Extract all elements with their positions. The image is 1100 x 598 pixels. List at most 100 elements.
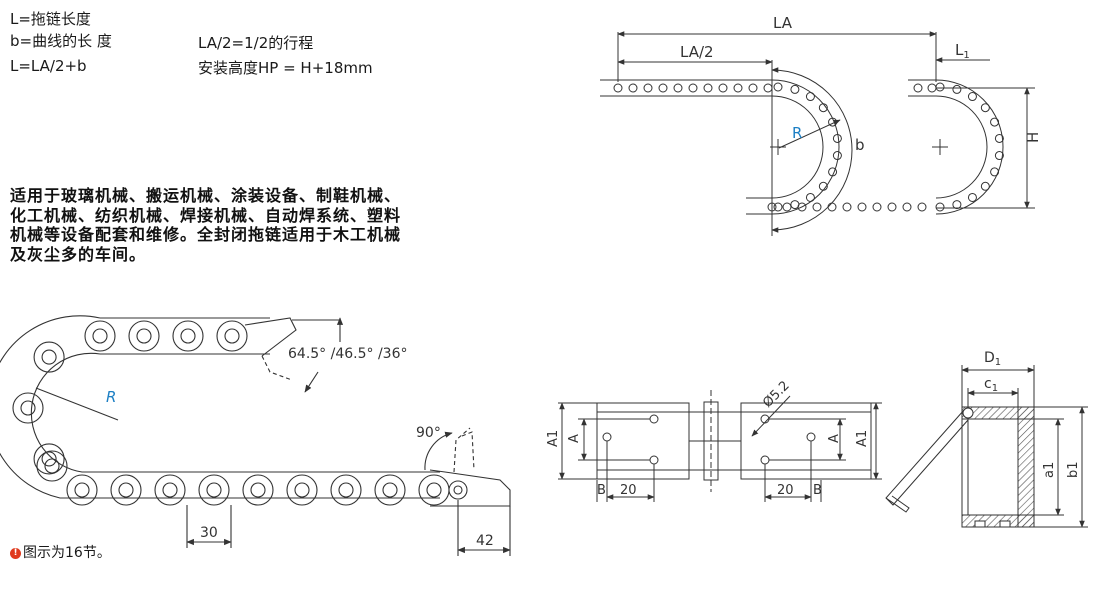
chain-link — [935, 202, 945, 212]
description-line: 化工机械、纺织机械、焊接机械、自动焊系统、塑料 — [10, 205, 402, 225]
label-90deg: 90° — [416, 425, 441, 441]
label-a1: a1 — [1042, 462, 1057, 478]
chain-link — [330, 474, 362, 506]
chain-link-pin — [224, 328, 240, 344]
chain-link — [628, 83, 638, 93]
chain-link-pin — [41, 451, 57, 467]
chain-outline — [908, 79, 1004, 215]
chain-link — [658, 83, 668, 93]
description-line: 适用于玻璃机械、搬运机械、涂装设备、制鞋机械、 — [10, 186, 402, 205]
label-20-left: 20 — [620, 483, 637, 498]
chain-link — [967, 192, 977, 202]
chain-link-pin — [162, 482, 178, 498]
chain-link — [832, 133, 842, 143]
segment-note: !图示为16节。 — [10, 542, 111, 562]
chain-link-pin — [250, 482, 266, 498]
chain-link — [643, 83, 653, 93]
chain-link — [66, 474, 98, 506]
description-line: 及灰尘多的车间。 — [10, 244, 147, 264]
chain-outline — [600, 95, 824, 199]
formula-stroke: LA/2=1/2的行程 — [198, 34, 314, 52]
label-A1-right: A1 — [855, 430, 870, 447]
chain-link — [154, 474, 186, 506]
chain-link — [872, 202, 882, 212]
formula-install-height: 安装高度HP = H+18mm — [198, 59, 373, 77]
chain-link-pin — [338, 482, 354, 498]
chain-link — [827, 202, 837, 212]
label-end-length: 42 — [476, 533, 494, 549]
chain-link — [172, 320, 204, 352]
application-description: 适用于玻璃机械、搬运机械、涂装设备、制鞋机械、 化工机械、纺织机械、焊接机械、自… — [10, 186, 401, 264]
chain-link-pin — [136, 328, 152, 344]
chain-link — [902, 202, 912, 212]
label-b1: b1 — [1066, 461, 1081, 478]
chain-link — [797, 202, 807, 212]
cross-section-view — [885, 365, 1088, 528]
label-LA-half: LA/2 — [680, 43, 714, 61]
label-L1: L1 — [955, 41, 970, 61]
side-view — [0, 315, 511, 556]
chain-link-pin — [118, 482, 134, 498]
formula-chain-length: L=拖链长度 — [10, 10, 91, 28]
chain-link — [887, 202, 897, 212]
label-angles: 64.5° /46.5° /36° — [288, 346, 408, 362]
label-A-right: A — [827, 434, 842, 443]
chain-link — [374, 474, 406, 506]
chain-link — [718, 83, 728, 93]
chain-link — [613, 83, 623, 93]
chain-link — [952, 200, 962, 210]
chain-link — [286, 474, 318, 506]
label-H: H — [1024, 132, 1042, 143]
label-B-left: B — [597, 483, 606, 498]
right-chain — [908, 79, 1004, 215]
chain-link — [952, 84, 962, 94]
chain-link — [994, 151, 1004, 161]
chain-link — [688, 83, 698, 93]
chain-link — [84, 320, 116, 352]
chain-outline — [600, 79, 840, 215]
chain-link-pin — [426, 482, 442, 498]
label-D1: D1 — [984, 350, 1001, 368]
chain-link — [733, 83, 743, 93]
chain-link — [673, 83, 683, 93]
warning-icon: ! — [10, 547, 21, 559]
chain-link — [842, 202, 852, 212]
chain-link — [763, 83, 773, 93]
chain-link-pin — [294, 482, 310, 498]
chain-link — [994, 133, 1004, 143]
chain-link — [980, 103, 990, 113]
formula-total: L=LA/2+b — [10, 57, 87, 75]
side-chain-links — [0, 315, 450, 506]
chain-link — [418, 474, 450, 506]
description-line: 机械等设备配套和维修。全封闭拖链适用于木工机械 — [10, 225, 402, 244]
chain-link — [33, 341, 65, 373]
label-A1-left: A1 — [546, 430, 561, 447]
label-c1: c1 — [984, 376, 998, 394]
chain-link — [773, 82, 783, 92]
label-A-left: A — [567, 434, 582, 443]
chain-link — [36, 450, 68, 482]
chain-link — [917, 202, 927, 212]
chain-link — [832, 151, 842, 161]
chain-link — [128, 320, 160, 352]
label-B-right: B — [813, 483, 822, 498]
left-chain — [600, 79, 927, 215]
chain-link-pin — [382, 482, 398, 498]
chain-link — [913, 83, 923, 93]
chain-link-pin — [206, 482, 222, 498]
chain-link — [198, 474, 230, 506]
label-pitch: 30 — [200, 525, 218, 541]
segment-note-text: 图示为16节。 — [23, 545, 111, 561]
formula-curve-length: b=曲线的长 度 — [10, 32, 112, 50]
label-20-right: 20 — [777, 483, 794, 498]
link-plan-view — [558, 390, 882, 502]
chain-link-pin — [74, 482, 90, 498]
chain-link — [812, 202, 822, 212]
chain-link — [33, 443, 65, 475]
chain-link — [980, 181, 990, 191]
chain-outline — [908, 95, 988, 199]
label-R-side: R — [106, 388, 116, 406]
chain-link — [110, 474, 142, 506]
chain-link — [12, 392, 44, 424]
